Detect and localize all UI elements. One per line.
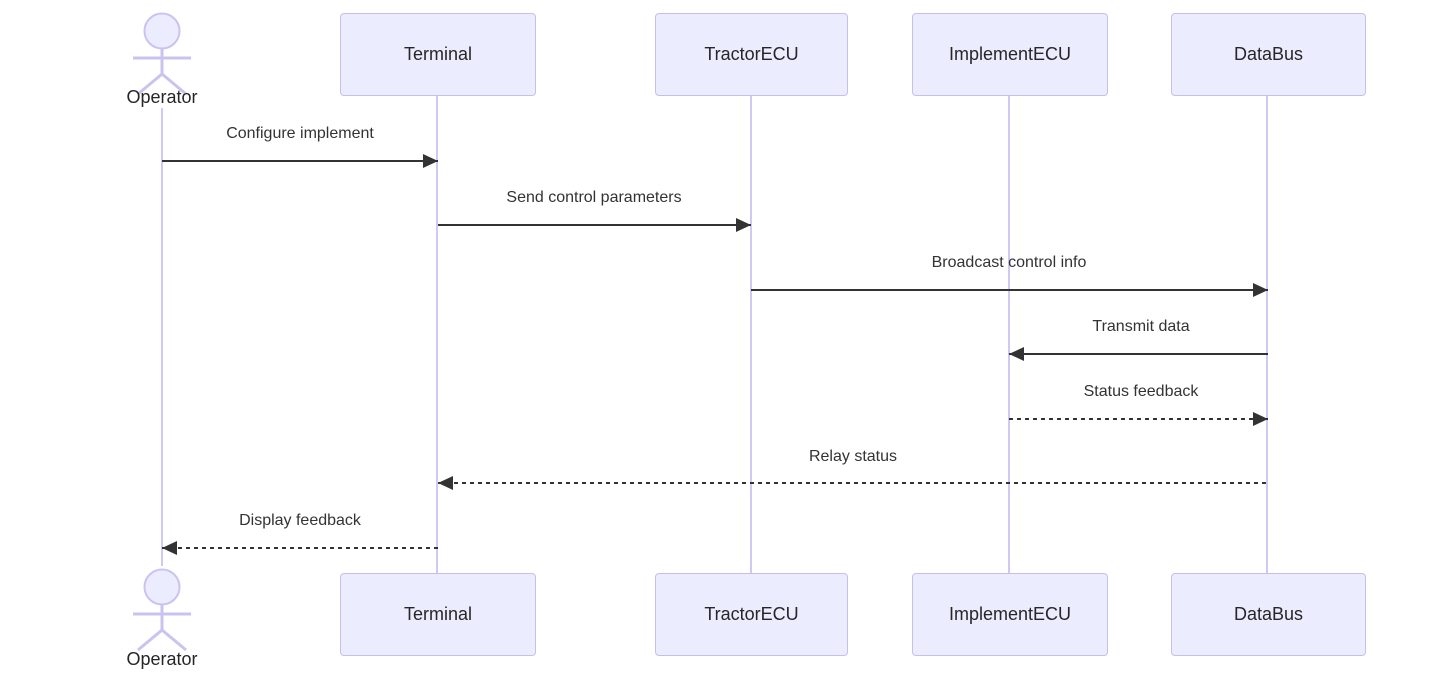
- arrowhead-right-icon: [1253, 283, 1268, 297]
- participant-top-implement-ecu: ImplementECU: [912, 13, 1108, 96]
- participant-top-data-bus: DataBus: [1171, 13, 1366, 96]
- participant-bottom-tractor-ecu: TractorECU: [655, 573, 848, 656]
- actor-figure-icon: [133, 568, 191, 652]
- participant-bottom-terminal: Terminal: [340, 573, 536, 656]
- message-label: Send control parameters: [506, 189, 682, 206]
- message-label: Broadcast control info: [931, 254, 1087, 271]
- participant-label: TractorECU: [704, 604, 799, 624]
- participant-label: Terminal: [403, 44, 473, 64]
- message-line: [438, 482, 1268, 484]
- message-label: Transmit data: [1092, 318, 1190, 335]
- message-line: [162, 160, 438, 162]
- participant-top-terminal: Terminal: [340, 13, 536, 96]
- participant-label: Terminal: [403, 604, 473, 624]
- lifeline-terminal: [436, 96, 438, 573]
- message-label: Status feedback: [1083, 383, 1199, 400]
- arrowhead-left-icon: [162, 541, 177, 555]
- participant-bottom-data-bus: DataBus: [1171, 573, 1366, 656]
- message-line: [438, 224, 751, 226]
- arrowhead-right-icon: [423, 154, 438, 168]
- participant-bottom-implement-ecu: ImplementECU: [912, 573, 1108, 656]
- participant-label: DataBus: [1233, 44, 1304, 64]
- participant-label: ImplementECU: [948, 44, 1072, 64]
- lifeline-tractor-ecu: [750, 96, 752, 573]
- lifeline-implement-ecu: [1008, 96, 1010, 573]
- message-label: Configure implement: [226, 125, 374, 142]
- actor-label-operator-bottom: Operator: [126, 649, 198, 669]
- participant-label: ImplementECU: [948, 604, 1072, 624]
- actor-label-operator-top: Operator: [126, 87, 198, 107]
- lifeline-data-bus: [1266, 96, 1268, 573]
- message-label: Display feedback: [239, 512, 361, 529]
- message-line: [1009, 418, 1268, 420]
- message-line: [1009, 353, 1268, 355]
- actor-figure-icon: [133, 12, 191, 96]
- lifeline-operator: [161, 108, 163, 566]
- message-line: [751, 289, 1268, 291]
- arrowhead-right-icon: [736, 218, 751, 232]
- arrowhead-right-icon: [1253, 412, 1268, 426]
- participant-label: DataBus: [1233, 604, 1304, 624]
- participant-label: TractorECU: [704, 44, 799, 64]
- arrowhead-left-icon: [1009, 347, 1024, 361]
- message-line: [162, 547, 438, 549]
- message-label: Relay status: [808, 448, 898, 465]
- arrowhead-left-icon: [438, 476, 453, 490]
- participant-top-tractor-ecu: TractorECU: [655, 13, 848, 96]
